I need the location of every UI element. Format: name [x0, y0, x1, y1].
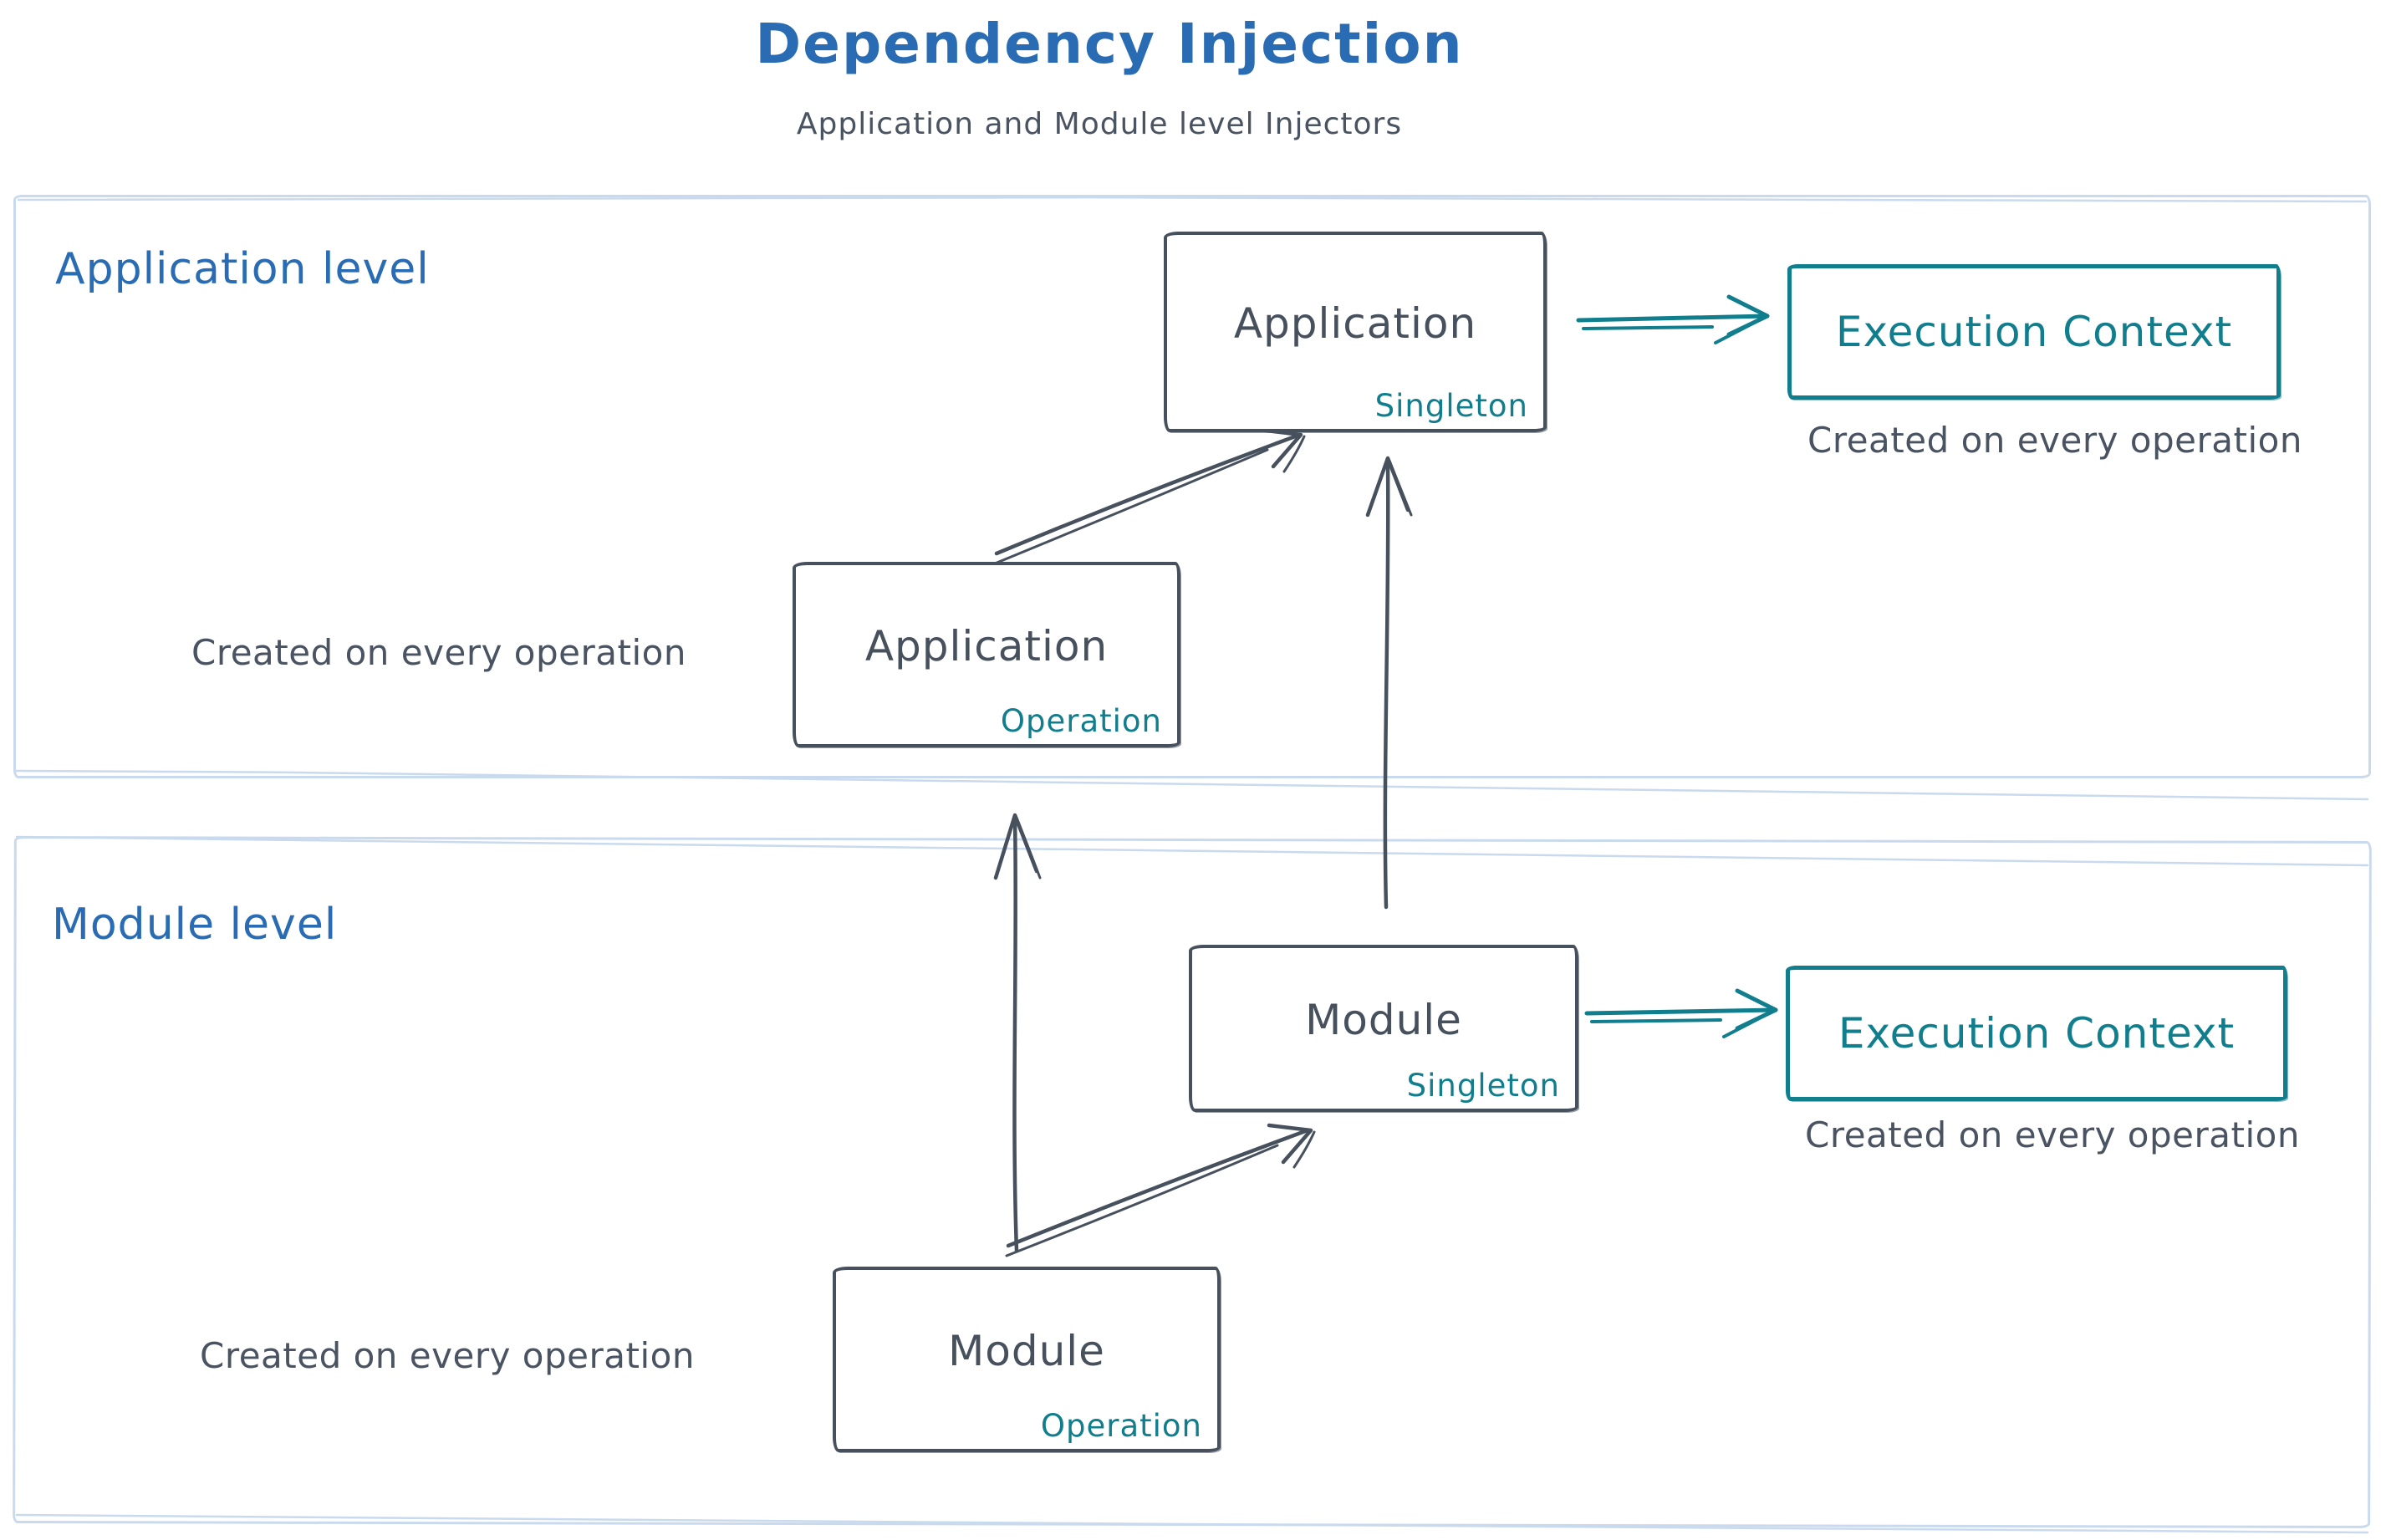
execution-context-box-module: Execution Context: [1786, 966, 2287, 1101]
scope-badge-singleton: Singleton: [1406, 1068, 1560, 1104]
node-label-module: Module: [948, 1327, 1105, 1375]
node-label-application: Application: [864, 622, 1109, 671]
diagram-subtitle: Application and Module level Injectors: [796, 107, 1403, 141]
node-application-singleton: Application Singleton: [1164, 232, 1547, 432]
node-module-operation: Module Operation: [833, 1267, 1221, 1452]
section-label-application-level: Application level: [55, 244, 430, 294]
execution-context-label: Execution Context: [1838, 1009, 2236, 1058]
node-application-operation: Application Operation: [793, 562, 1180, 747]
node-label-application: Application: [1233, 299, 1477, 348]
scope-badge-operation: Operation: [1000, 703, 1162, 739]
node-label-module: Module: [1305, 996, 1462, 1044]
note-created-on-every-operation: Created on every operation: [1807, 420, 2302, 461]
note-created-on-every-operation: Created on every operation: [200, 1335, 695, 1376]
note-created-on-every-operation: Created on every operation: [191, 632, 686, 673]
section-label-module-level: Module level: [52, 900, 338, 950]
note-created-on-every-operation: Created on every operation: [1805, 1114, 2300, 1155]
node-module-singleton: Module Singleton: [1189, 945, 1578, 1112]
execution-context-label: Execution Context: [1835, 308, 2233, 356]
scope-badge-operation: Operation: [1040, 1408, 1202, 1444]
diagram-title: Dependency Injection: [755, 12, 1464, 76]
execution-context-box-application: Execution Context: [1787, 264, 2281, 400]
scope-badge-singleton: Singleton: [1374, 388, 1528, 424]
